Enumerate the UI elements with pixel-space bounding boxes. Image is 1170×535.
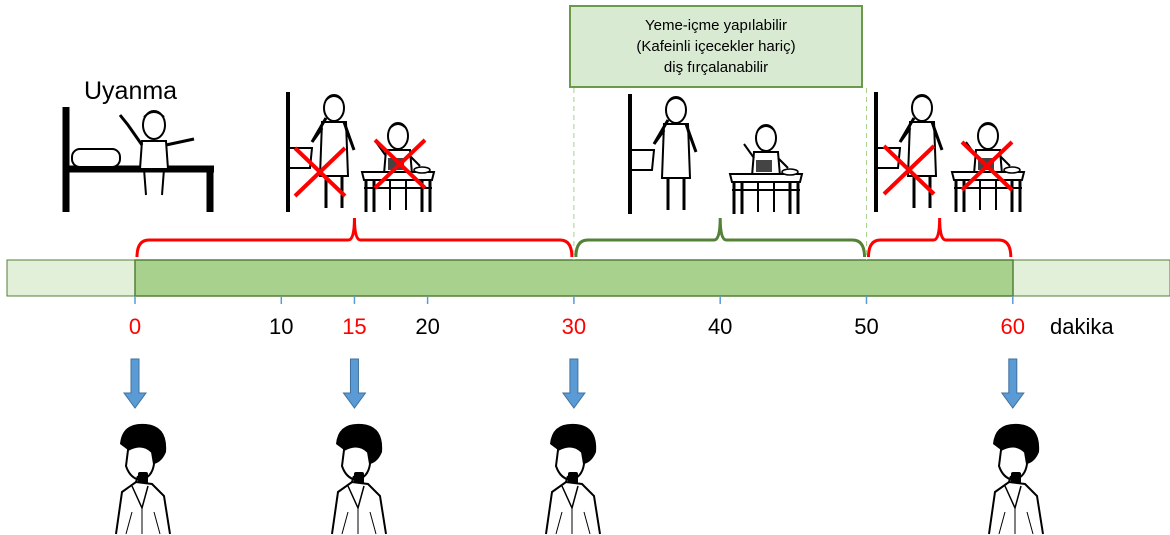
tick-label: 20 bbox=[415, 314, 440, 339]
caption-line-1: Yeme-içme yapılabilir bbox=[644, 17, 787, 34]
tick-label: 10 bbox=[269, 314, 294, 339]
down-arrow-icon bbox=[1000, 358, 1025, 409]
down-arrow-icon bbox=[561, 358, 586, 409]
dose-arrows bbox=[123, 358, 1025, 409]
down-arrow-icon bbox=[123, 358, 147, 409]
person-using-inhaler-icon bbox=[115, 422, 171, 535]
tick-label: 0 bbox=[128, 314, 142, 339]
person-using-inhaler-icon bbox=[988, 422, 1044, 535]
allowed-brace bbox=[574, 217, 866, 258]
brace-group bbox=[135, 217, 1013, 258]
down-arrow-icon bbox=[342, 358, 367, 409]
person-brushing-teeth-icon bbox=[626, 92, 698, 216]
person-eating-at-table-icon bbox=[728, 123, 804, 216]
forbidden-brace bbox=[867, 217, 1013, 258]
timeline-bar-active bbox=[134, 259, 1014, 297]
tick-marks bbox=[134, 296, 1014, 304]
tick-label: 60 bbox=[1000, 314, 1026, 339]
person-using-inhaler-icon bbox=[545, 422, 601, 535]
person-using-inhaler-icon bbox=[331, 422, 387, 535]
wake-label: Uyanma bbox=[84, 77, 178, 105]
guide-lines bbox=[573, 88, 867, 260]
allowed-caption-box: Yeme-içme yapılabilir (Kafeinli içecekle… bbox=[569, 5, 863, 88]
unit-label: dakika bbox=[1050, 314, 1114, 339]
tick-label: 50 bbox=[854, 314, 879, 339]
person-waking-in-bed-icon bbox=[66, 107, 214, 212]
tick-label: 15 bbox=[342, 314, 367, 339]
forbidden-brace bbox=[135, 217, 574, 258]
caption-line-2: (Kafeinli içecekler hariç) bbox=[636, 38, 796, 55]
tick-label: 40 bbox=[707, 314, 733, 339]
caption-line-3: diş fırçalanabilir bbox=[663, 59, 769, 76]
tick-label: 30 bbox=[561, 314, 587, 339]
